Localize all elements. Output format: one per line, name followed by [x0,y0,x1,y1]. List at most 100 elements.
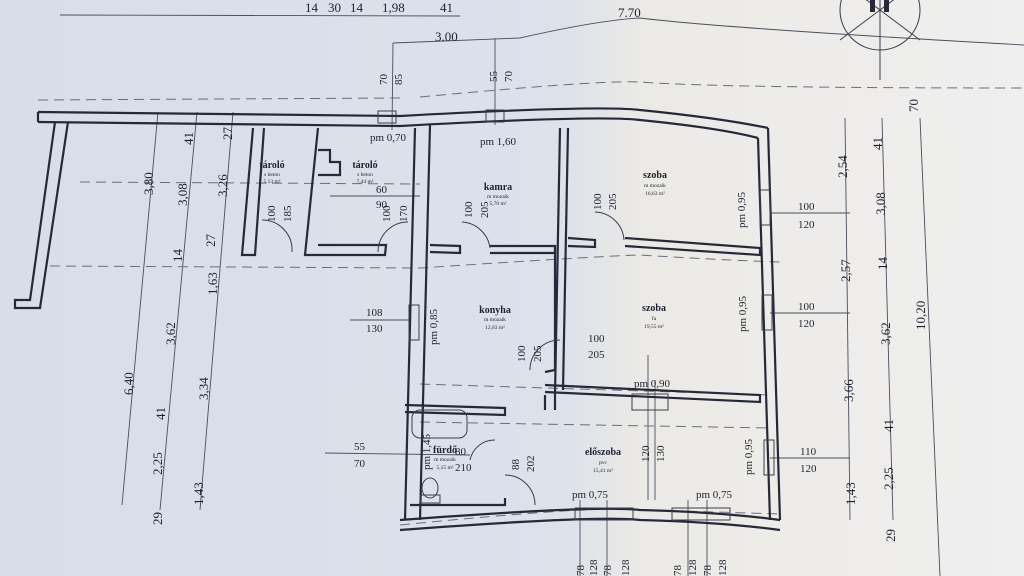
dim-label: 41 [181,132,196,145]
room-label-taroló-1: tároló s beton 5,13 m² [259,160,284,185]
dim-label: 205 [532,345,544,362]
dim-label: 1,63 [205,272,220,295]
dim-label: 2,57 [838,259,853,282]
dim-label: 120 [640,445,652,462]
dim-label: 3,08 [175,183,190,206]
dim-label: 29 [883,529,898,542]
room-name: tároló [259,160,284,171]
dim-label: 70 [354,458,366,470]
window-labels: pm 0,70 pm 1,60 pm 0,85 pm 0,95 pm 0,95 … [370,132,755,501]
dim-label: 202 [525,456,537,473]
room-area: 5,15 m² [437,465,454,471]
dim-label: 27 [203,234,218,248]
dim-label: 110 [800,446,817,458]
window-label: pm 1,45 [421,433,433,470]
room-name: konyha [479,305,511,316]
dim-label: 130 [366,323,383,335]
dim-label: 3.00 [435,29,458,44]
dimension-lines [59,14,1024,576]
dim-label: 120 [798,219,815,231]
door-swings [261,211,625,506]
dim-label: 14 [350,0,364,15]
dim-label: 41 [881,419,896,432]
dim-label: 2,25 [881,467,896,490]
dim-label: 30 [328,0,341,15]
window-label: pm 1,60 [480,136,517,148]
dim-label: 70 [906,99,921,112]
dim-label: 3,62 [878,322,893,345]
room-label-konyha: konyha m mozaik 12,83 m² [479,305,511,331]
dim-label: 41 [440,0,453,15]
dim-label: 27 [220,127,235,141]
dim-label: 130 [655,445,667,462]
opening-dimensions: 100 120 100 120 110 120 108 130 55 70 60… [266,184,817,475]
dim-label: 205 [588,349,605,361]
dim-label: 108 [366,307,383,319]
dim-label: 29 [150,512,165,525]
walls [13,107,782,532]
room-floor: m mozaik [487,194,509,200]
room-area: 16,63 m² [645,191,665,197]
dim-label: 128 [687,559,699,576]
dim-label: 100 [381,205,393,222]
top-dimensions: 7.70 3.00 70 85 55 70 14 30 14 1,98 41 [305,0,641,85]
room-label-furdo: fürdő m mozaik 5,15 m² [433,445,457,471]
dim-label: 185 [282,205,294,222]
room-name: kamra [484,182,512,193]
room-floor: s beton [357,172,373,178]
dim-label: 210 [455,462,472,474]
dim-label: 128 [620,559,632,576]
dim-label: 100 [798,301,815,313]
dim-label: 1,43 [843,482,858,505]
dim-label: 7.70 [618,5,641,20]
window-label: pm 0,70 [370,132,407,144]
dim-label: 14 [170,249,185,263]
room-floor: m mozaik [644,183,666,189]
window-label: pm 0,75 [572,489,609,501]
dim-label: 1,43 [191,482,206,505]
dim-label: 3,62 [163,322,178,345]
room-label-szoba-1: szoba m mozaik 16,63 m² [643,170,667,197]
room-label-taroló-2: tároló s beton 7,44 m² [352,160,377,185]
dim-label: 41 [870,137,885,150]
window-label: pm 0,95 [737,295,749,332]
room-area: 12,83 m² [485,325,505,331]
dim-label: 100 [588,333,605,345]
room-name: tároló [352,160,377,171]
dim-label: 14 [305,0,319,15]
window-marks [377,109,775,521]
dim-label: 128 [717,559,729,576]
dim-label: 1,98 [382,0,405,15]
left-dimensions: 3,80 6,40 41 3,08 14 3,62 41 2,25 29 27 … [121,127,235,526]
room-floor: fa [652,315,657,322]
window-label: pm 0,95 [736,191,748,228]
dim-label: 70 [503,71,515,83]
dim-label: 128 [588,559,600,576]
dim-label: 100 [798,201,815,213]
dim-label: 78 [602,565,614,576]
dim-label: 55 [488,71,500,83]
dim-label: 41 [153,407,168,420]
dim-label: 78 [575,565,587,576]
dim-label: 170 [398,205,410,222]
dim-label: 3,08 [873,192,888,215]
bottom-dimensions: 78 128 78 128 78 128 78 128 [575,559,729,576]
dim-label: 78 [702,565,714,576]
dim-label: 3,34 [196,377,211,400]
window-label: pm 0,95 [743,438,755,475]
dim-label: 120 [800,463,817,475]
dim-label: 100 [516,345,528,362]
room-floor: s beton [264,172,280,178]
room-label-szoba-2: szoba fa 19,55 m² [642,303,666,330]
room-area: 15,41 m² [593,468,613,474]
dim-label: 2,54 [835,155,850,178]
dim-label: 10,20 [913,301,928,330]
room-floor: pvc [599,460,608,466]
dim-label: 14 [875,257,890,271]
room-label-kamra: kamra m mozaik 5,70 m² [484,182,512,207]
window-label: pm 0,75 [696,489,733,501]
window-label: pm 0,90 [634,378,671,390]
dim-label: 70 [378,74,390,86]
toilet [419,477,441,504]
